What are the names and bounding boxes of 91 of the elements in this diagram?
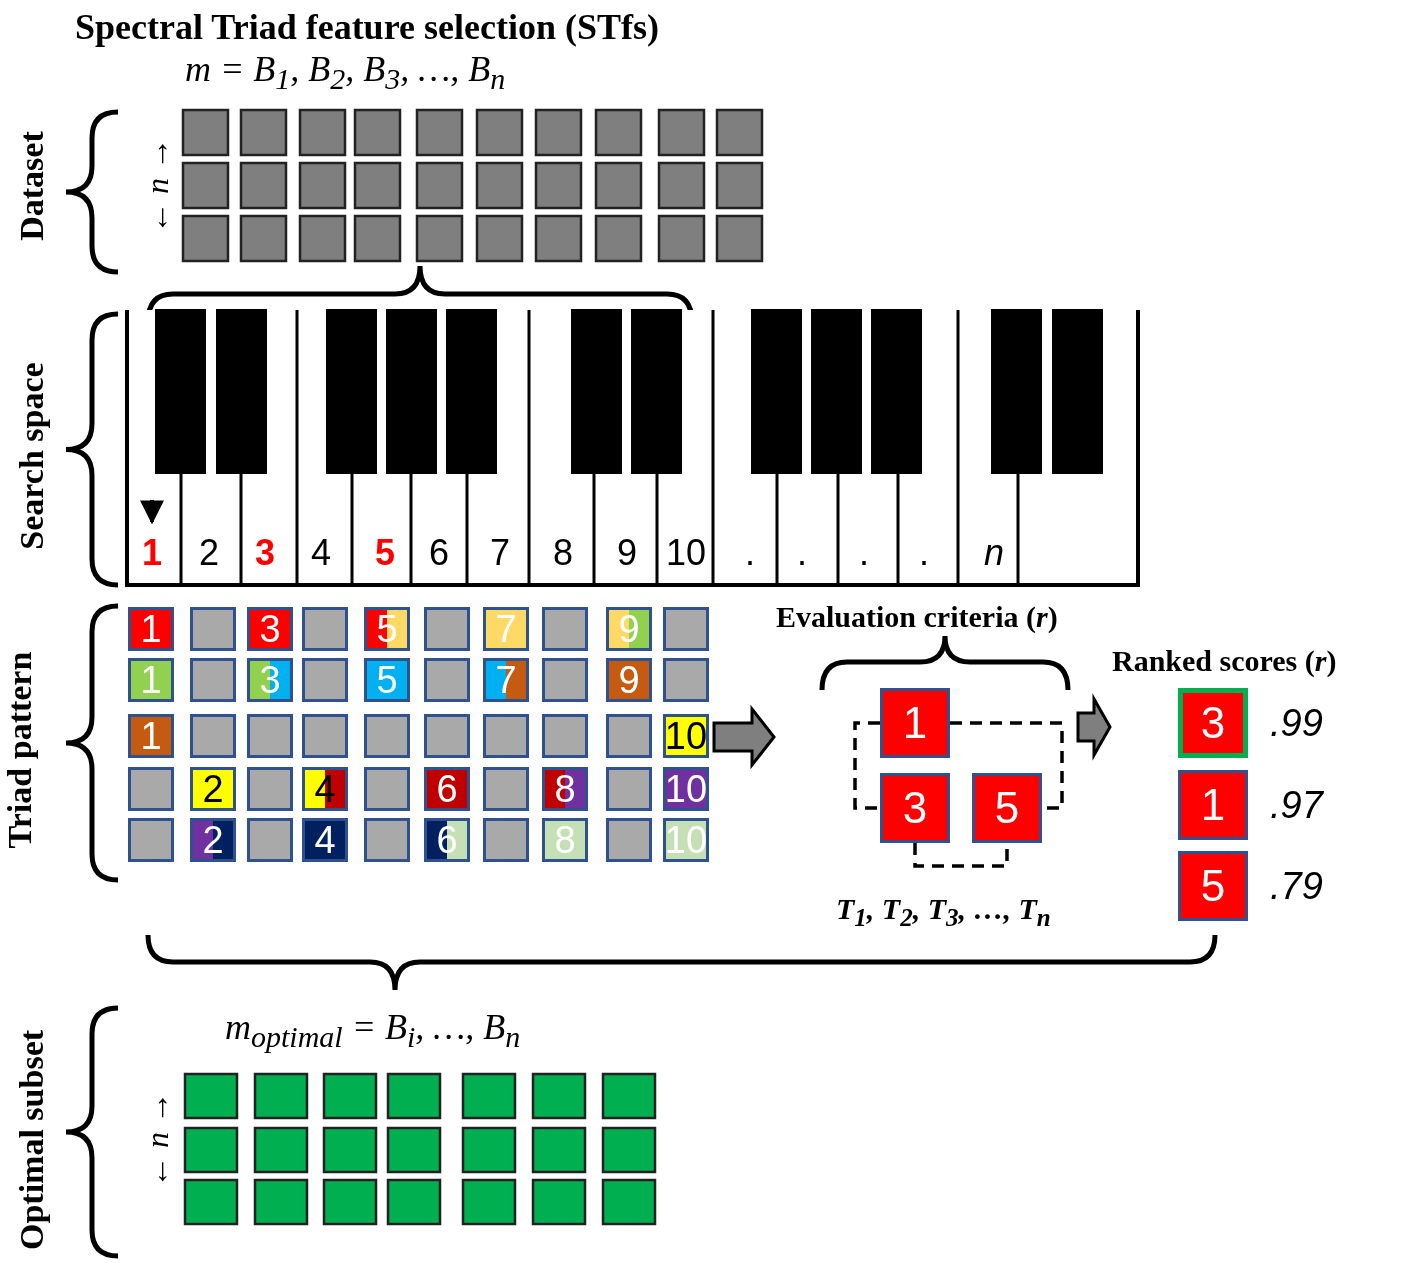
key-number: .: [859, 532, 869, 574]
numbered-box: 5: [364, 658, 410, 702]
numbered-box: 1: [128, 714, 174, 758]
empty-box: [302, 658, 348, 702]
key-number: n: [984, 532, 1004, 574]
empty-box: [128, 818, 174, 862]
numbered-box: 1: [128, 658, 174, 702]
empty-box: [247, 818, 293, 862]
empty-box: [542, 658, 588, 702]
key-number: 9: [617, 532, 637, 574]
empty-box: [364, 714, 410, 758]
block-arrow: [1076, 693, 1112, 761]
numbered-box: 8: [542, 818, 588, 862]
numbered-box: 9: [606, 658, 652, 702]
dashed-connector: [853, 721, 880, 810]
dashed-connector: [913, 843, 1009, 868]
empty-box: [424, 714, 470, 758]
numbered-box: 5: [364, 607, 410, 651]
numbered-box: 3: [247, 607, 293, 651]
key-number: .: [797, 532, 807, 574]
empty-box: [247, 767, 293, 811]
score-value: .79: [1270, 865, 1323, 908]
key-number: 6: [429, 532, 449, 574]
numbered-box: 9: [606, 607, 652, 651]
empty-box: [364, 818, 410, 862]
empty-box: [483, 818, 529, 862]
empty-box: [483, 714, 529, 758]
numbered-box: 2: [190, 767, 236, 811]
key-number: .: [919, 532, 929, 574]
key-number: 1: [142, 532, 162, 574]
numbered-box: 5: [1178, 851, 1248, 921]
empty-box: [663, 607, 709, 651]
block-arrow: [712, 704, 776, 770]
empty-box: [302, 607, 348, 651]
empty-box: [302, 714, 348, 758]
formula: m$_{optimal}$ = B$_{i}$, …, B$_{n}$: [225, 1006, 521, 1055]
empty-box: [424, 607, 470, 651]
key-number: 10: [666, 532, 706, 574]
numbered-box: 4: [302, 767, 348, 811]
key-number: 4: [311, 532, 331, 574]
axis-label: ← n →: [138, 138, 176, 234]
score-value: .97: [1270, 784, 1323, 827]
numbered-box: 7: [483, 607, 529, 651]
empty-box: [190, 714, 236, 758]
numbered-box: 5: [972, 773, 1042, 843]
empty-box: [424, 658, 470, 702]
numbered-box: 10: [663, 714, 709, 758]
key-number: 7: [490, 532, 510, 574]
formula: T$_{1}$, T$_{2}$, T$_{3}$, …, T$_{n}$: [836, 892, 1051, 932]
empty-box: [128, 767, 174, 811]
empty-box: [606, 767, 652, 811]
empty-box: [247, 714, 293, 758]
numbered-box: 1: [880, 688, 950, 758]
numbered-box: 1: [1178, 770, 1248, 840]
numbered-box: 7: [483, 658, 529, 702]
title: Spectral Triad feature selection (STfs): [75, 6, 659, 48]
empty-box: [483, 767, 529, 811]
numbered-box: 8: [542, 767, 588, 811]
heading: Ranked scores (r): [1112, 644, 1337, 678]
key-number: 3: [255, 532, 275, 574]
formula: m = B$_{1}$, B$_{2}$, B$_{3}$, …, B$_{n}$: [185, 48, 506, 97]
dashed-connector: [950, 721, 1064, 810]
empty-box: [663, 658, 709, 702]
empty-box: [364, 767, 410, 811]
numbered-box: 10: [663, 818, 709, 862]
score-value: .99: [1270, 702, 1323, 745]
numbered-box: 2: [190, 818, 236, 862]
axis-label: ← n →: [138, 1092, 176, 1188]
numbered-box: 3: [880, 773, 950, 843]
empty-box: [190, 607, 236, 651]
numbered-box: 6: [424, 818, 470, 862]
key-number: .: [745, 532, 755, 574]
empty-box: [190, 658, 236, 702]
numbered-box: 3: [247, 658, 293, 702]
key-number: 8: [553, 532, 573, 574]
numbered-box: 10: [663, 767, 709, 811]
empty-box: [606, 714, 652, 758]
empty-box: [542, 607, 588, 651]
key-number: 2: [199, 532, 219, 574]
numbered-box: 6: [424, 767, 470, 811]
empty-box: [542, 714, 588, 758]
section-label: Triad pattern: [1, 651, 39, 849]
numbered-box: 1: [128, 607, 174, 651]
numbered-box: 4: [302, 818, 348, 862]
empty-box: [606, 818, 652, 862]
section-label: Optimal subset: [13, 1029, 51, 1251]
heading: Evaluation criteria (r): [776, 600, 1058, 634]
section-label: Dataset: [13, 131, 51, 241]
numbered-box: 3: [1178, 688, 1248, 758]
section-label: Search space: [13, 362, 51, 550]
key-number: 5: [375, 532, 395, 574]
